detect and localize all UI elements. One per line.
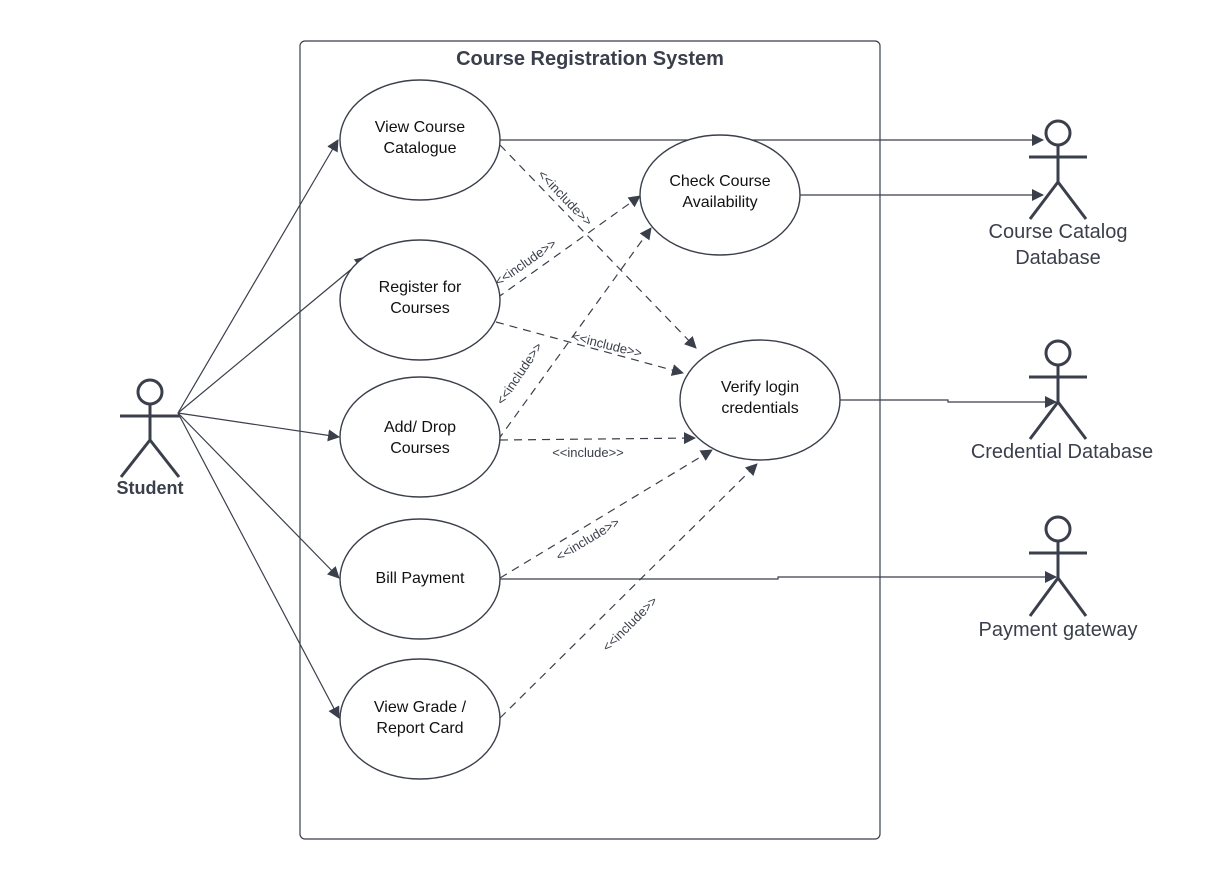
use-case-view-grade[interactable]: View Grade / Report Card <box>339 658 501 780</box>
student-associations <box>177 139 367 719</box>
actor-student[interactable]: Student <box>117 378 184 498</box>
include-label-catalogue-verify: <<include>> <box>535 167 596 229</box>
include-adddrop-availability <box>497 227 652 441</box>
use-case-check-availability[interactable]: Check Course Availability <box>639 134 801 256</box>
stick-figure-icon <box>1028 515 1088 617</box>
actor-label: Payment gateway <box>979 619 1138 641</box>
external-associations <box>500 134 1057 583</box>
use-case-label: Courses <box>390 440 450 457</box>
assoc-student-register <box>177 256 367 414</box>
use-case-label: Add/ Drop <box>384 419 456 436</box>
use-case-label: Availability <box>682 194 757 211</box>
include-label-grade-verify: <<include>> <box>599 593 660 654</box>
include-labels: <<include>> <<include>> <<include>> <<in… <box>492 167 661 655</box>
include-label-register-availability: <<include>> <box>492 236 559 289</box>
actor-label: Student <box>117 478 184 498</box>
include-grade-verify <box>499 463 758 719</box>
stick-figure-icon <box>1028 339 1088 440</box>
stick-figure-icon <box>119 378 181 478</box>
assoc-student-view-grade <box>177 412 340 719</box>
use-case-label: Check Course <box>669 173 770 190</box>
stick-figure-icon <box>1028 119 1088 220</box>
include-relations <box>495 144 758 719</box>
use-case-add-drop[interactable]: Add/ Drop Courses <box>339 376 501 498</box>
use-case-label: Bill Payment <box>376 570 465 587</box>
use-case-verify-login[interactable]: Verify login credentials <box>679 339 841 461</box>
use-case-label: View Grade / <box>374 699 467 716</box>
include-label-register-verify: <<include>> <box>571 329 644 361</box>
include-catalogue-verify <box>499 144 697 349</box>
system-boundary <box>299 40 881 840</box>
assoc-bill-payment-gateway <box>500 571 1057 583</box>
use-case-label: Courses <box>390 300 450 317</box>
use-case-label: credentials <box>721 400 798 417</box>
use-case-register[interactable]: Register for Courses <box>339 239 501 361</box>
use-case-bill-payment[interactable]: Bill Payment <box>339 518 501 640</box>
actor-credential-database[interactable]: Credential Database <box>971 339 1153 463</box>
include-register-availability <box>496 195 641 299</box>
include-label-adddrop-availability: <<include>> <box>493 340 545 408</box>
use-case-label: View Course <box>375 119 466 136</box>
use-case-label: Verify login <box>721 379 799 396</box>
assoc-verify-credential-db <box>840 396 1057 408</box>
include-register-verify <box>495 321 684 376</box>
actor-course-catalog-database[interactable]: Course Catalog Database <box>989 119 1128 269</box>
system-title: Course Registration System <box>456 48 724 70</box>
use-case-label: Report Card <box>376 720 463 737</box>
use-case-label: Register for <box>379 279 462 296</box>
include-label-adddrop-verify: <<include>> <box>552 445 624 460</box>
actor-label: Course Catalog <box>989 221 1128 243</box>
include-bill-verify <box>499 449 713 579</box>
actor-payment-gateway[interactable]: Payment gateway <box>979 515 1138 641</box>
use-case-view-catalogue[interactable]: View Course Catalogue <box>339 79 501 201</box>
actor-label: Database <box>1015 247 1101 269</box>
assoc-student-view-catalogue <box>177 139 339 414</box>
assoc-student-add-drop <box>177 412 340 442</box>
include-adddrop-verify <box>499 432 696 445</box>
use-case-label: Catalogue <box>384 140 457 157</box>
actor-label: Credential Database <box>971 441 1153 463</box>
assoc-student-bill-payment <box>177 412 340 579</box>
